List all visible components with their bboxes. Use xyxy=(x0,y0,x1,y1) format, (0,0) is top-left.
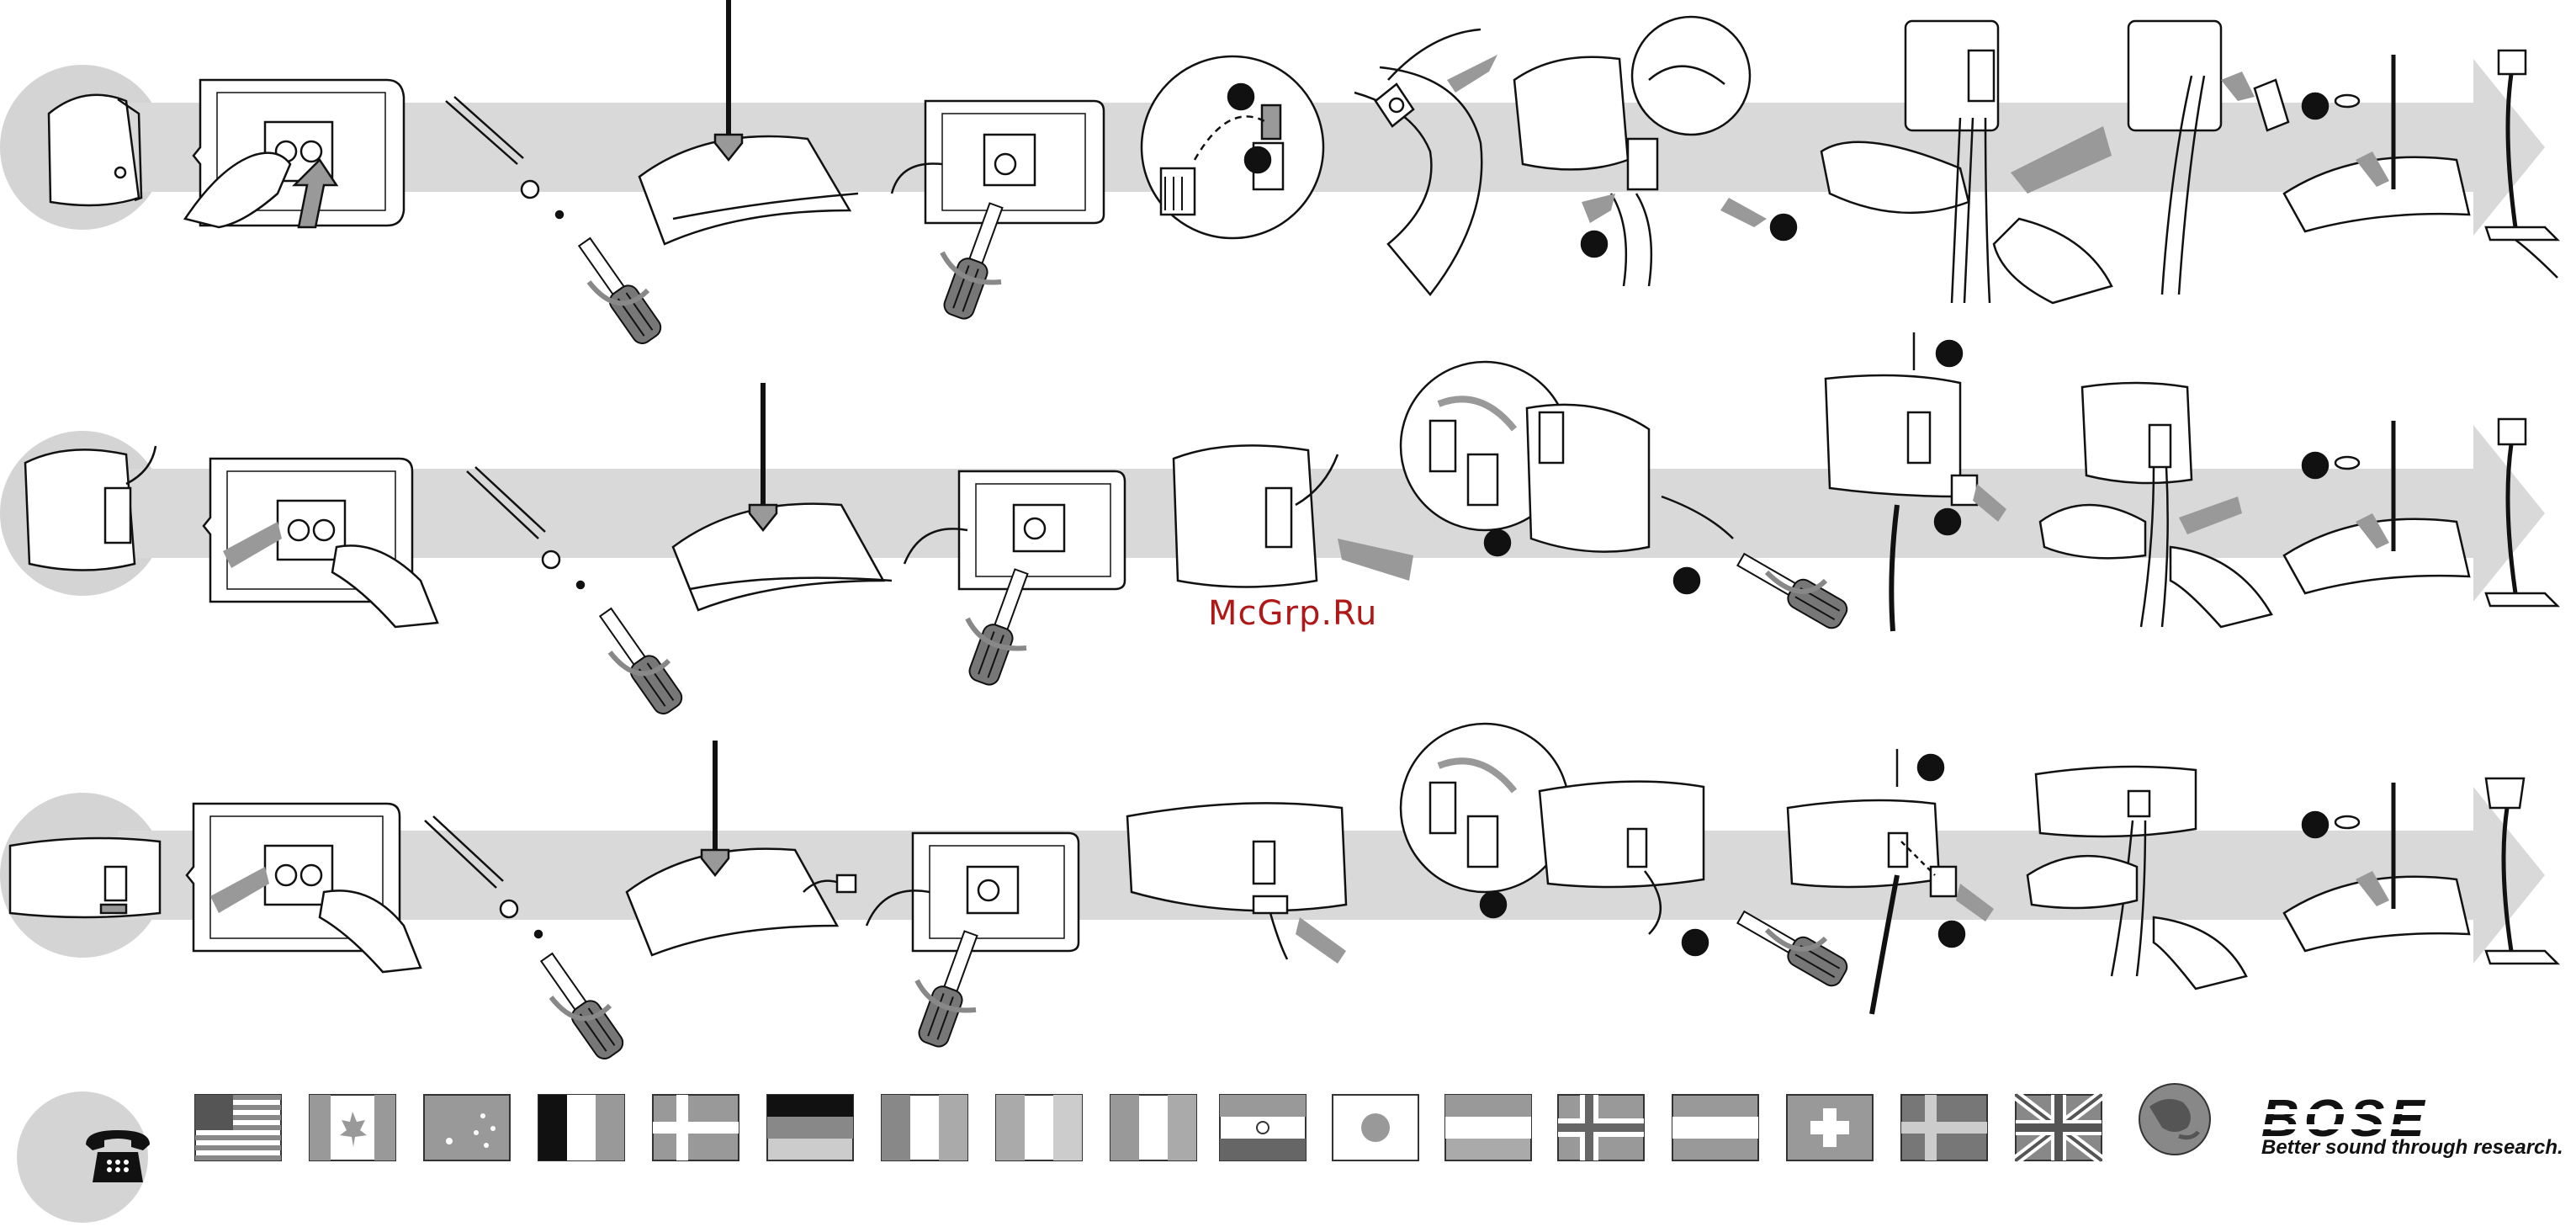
flag-germany xyxy=(767,1095,853,1160)
footer xyxy=(17,1084,2210,1223)
bracket-plate-2 xyxy=(204,459,437,627)
flag-italy xyxy=(1110,1095,1196,1160)
brand-tagline: Better sound through research. xyxy=(2261,1136,2563,1160)
center-speaker-front xyxy=(1127,803,1346,964)
flag-denmark xyxy=(653,1095,739,1160)
flag-netherlands xyxy=(1445,1095,1531,1160)
watermark: McGrp.Ru xyxy=(1208,594,1377,633)
flag-belgium xyxy=(538,1095,624,1160)
flag-japan xyxy=(1333,1095,1418,1160)
globe-icon xyxy=(2139,1084,2210,1155)
flag-us xyxy=(195,1095,281,1160)
flag-sweden xyxy=(1901,1095,1987,1160)
flag-australia xyxy=(424,1095,510,1160)
cube-speaker-illustration xyxy=(49,95,141,205)
rotation-detail xyxy=(1142,56,1323,238)
flag-norway xyxy=(1558,1095,1644,1160)
flag-ireland xyxy=(996,1095,1082,1160)
center-speaker-illustration xyxy=(10,838,160,917)
flag-india xyxy=(1220,1095,1306,1160)
bracket-plate xyxy=(185,80,404,227)
flag-uk xyxy=(2016,1095,2102,1160)
flag-canada xyxy=(310,1095,395,1160)
flag-france xyxy=(882,1095,967,1160)
flag-austria xyxy=(1672,1095,1758,1160)
flag-switzerland xyxy=(1787,1095,1873,1160)
bracket-plate-3 xyxy=(187,804,421,972)
